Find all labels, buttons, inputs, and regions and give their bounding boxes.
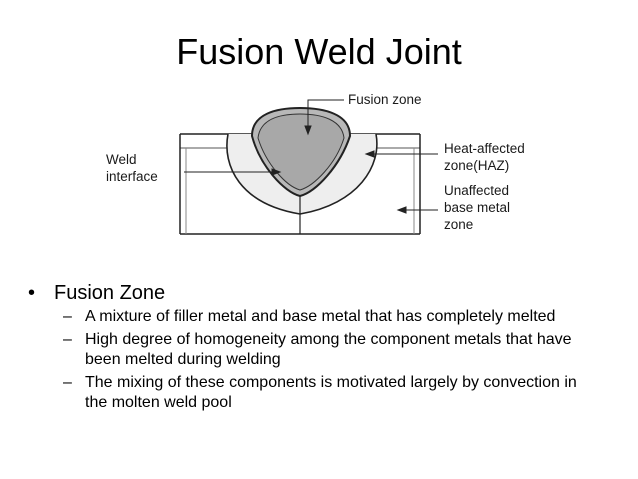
label-weld-interface-line2: interface [106,169,158,184]
label-base-metal-line3: zone [444,217,474,232]
label-weld-interface-line1: Weld [106,152,137,167]
dash-marker: – [63,308,72,325]
bullet-marker: • [28,282,36,304]
label-haz-line1: Heat-affected [444,141,525,156]
label-base-metal-line2: base metal [444,200,511,215]
dash-marker: – [63,374,72,391]
label-fusion-zone: Fusion zone [348,92,422,107]
bullet-heading-text: Fusion Zone [54,282,166,304]
sub-bullet: – The mixing of these components is moti… [28,373,585,413]
slide-title: Fusion Weld Joint [176,31,462,72]
sub-bullet-text: High degree of homogeneity among the com… [85,331,572,368]
bullet-list: • Fusion Zone – A mixture of filler meta… [28,281,618,413]
weld-joint-figure: Fusion zone Weld interface Heat-affected… [100,86,560,246]
dash-marker: – [63,331,72,348]
bullet-heading: • Fusion Zone [28,281,618,305]
sub-bullet: – High degree of homogeneity among the c… [28,330,585,370]
sub-bullet-text: The mixing of these components is motiva… [85,374,577,411]
label-haz-line2: zone(HAZ) [444,158,510,173]
sub-bullet-text: A mixture of filler metal and base metal… [85,308,556,325]
label-base-metal-line1: Unaffected [444,183,510,198]
leader-lines [184,99,438,214]
sub-bullet: – A mixture of filler metal and base met… [28,307,585,327]
weld-joint-diagram [179,99,438,235]
fusion-zone-inner [257,113,345,191]
